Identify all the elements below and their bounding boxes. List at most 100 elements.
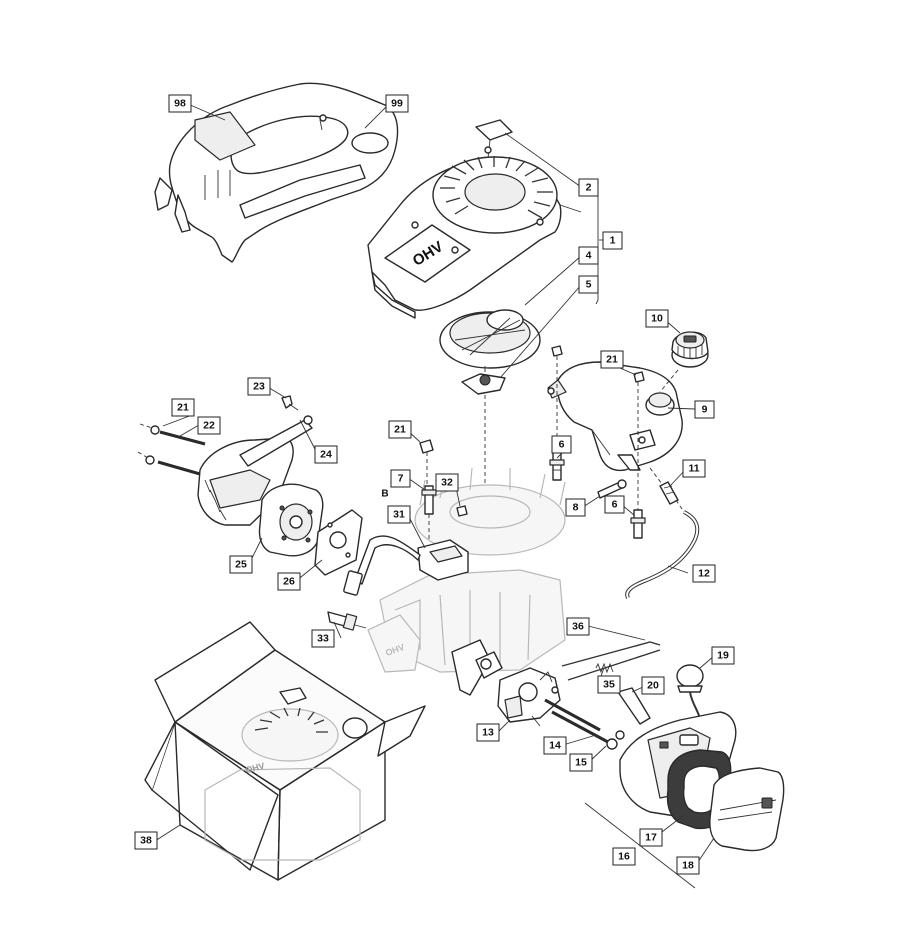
callout-5: 5: [578, 275, 599, 294]
svg-text:36: 36: [572, 621, 584, 633]
callout-38: 38: [134, 831, 158, 850]
callout-99: 99: [385, 94, 409, 113]
fuel-cap: [671, 331, 709, 368]
callout-23: 23: [247, 377, 271, 396]
reference-mark-b: B: [381, 489, 388, 500]
callout-33: 33: [311, 629, 335, 648]
svg-text:38: 38: [140, 835, 152, 847]
callout-1: 1: [602, 231, 623, 250]
muffler-studs: [137, 423, 206, 476]
svg-text:4: 4: [586, 250, 592, 262]
stud-6a: [549, 449, 565, 481]
svg-text:1: 1: [610, 235, 616, 247]
callout-14: 14: [543, 736, 567, 755]
svg-text:7: 7: [398, 473, 404, 485]
callout-21a: 21: [600, 350, 624, 369]
callout-12: 12: [692, 564, 716, 583]
callout-2: 2: [578, 178, 599, 197]
hose-clip-11: [649, 467, 679, 505]
callout-17: 17: [639, 828, 663, 847]
fuel-tank: [547, 361, 683, 472]
svg-text:21: 21: [394, 424, 406, 436]
carb-studs: [544, 698, 625, 750]
callout-20: 20: [641, 676, 665, 695]
callout-11: 11: [682, 459, 706, 478]
svg-text:12: 12: [698, 568, 710, 580]
svg-text:21: 21: [606, 354, 618, 366]
svg-text:25: 25: [235, 559, 247, 571]
svg-text:6: 6: [559, 439, 565, 451]
shipping-carton: OHV: [144, 621, 426, 881]
svg-text:16: 16: [618, 851, 630, 863]
svg-text:99: 99: [391, 98, 403, 110]
svg-text:35: 35: [603, 679, 615, 691]
air-filter-cover: [709, 767, 785, 852]
svg-text:10: 10: [651, 313, 663, 325]
callout-98: 98: [168, 94, 192, 113]
callout-25: 25: [229, 555, 253, 574]
stud-6b: [630, 509, 646, 539]
callout-21b: 21: [171, 398, 195, 417]
svg-text:15: 15: [575, 757, 587, 769]
carburetor: [497, 667, 561, 727]
svg-text:13: 13: [482, 727, 494, 739]
callout-7: 7: [390, 469, 411, 488]
engine-block: OHV: [367, 467, 566, 673]
tank-fasteners: [549, 345, 679, 539]
svg-text:2: 2: [586, 182, 592, 194]
callout-6a: 6: [551, 435, 572, 454]
callout-10: 10: [645, 309, 669, 328]
svg-text:32: 32: [441, 477, 453, 489]
svg-text:26: 26: [283, 576, 295, 588]
nut-21c: [419, 439, 434, 484]
callout-35: 35: [597, 675, 621, 694]
callout-15: 15: [569, 753, 593, 772]
callout-22: 22: [197, 416, 221, 435]
callout-32: 32: [435, 473, 459, 492]
callout-18: 18: [676, 856, 700, 875]
callout-4: 4: [578, 246, 599, 265]
svg-text:20: 20: [647, 680, 659, 692]
callout-13: 13: [476, 723, 500, 742]
bolt-8: [597, 479, 627, 499]
screw-23: [281, 395, 299, 411]
svg-text:33: 33: [317, 633, 329, 645]
svg-text:9: 9: [702, 404, 708, 416]
svg-text:23: 23: [253, 381, 265, 393]
washer-32: [456, 505, 468, 517]
callout-26: 26: [277, 572, 301, 591]
svg-text:98: 98: [174, 98, 186, 110]
callout-8: 8: [565, 498, 586, 517]
spark-plug: [327, 611, 367, 631]
callout-6b: 6: [604, 495, 625, 514]
callout-24: 24: [314, 445, 338, 464]
svg-text:14: 14: [549, 740, 561, 752]
svg-text:8: 8: [573, 502, 579, 514]
carton-logo: OHV: [244, 761, 265, 776]
carb-gaskets: [451, 639, 503, 696]
muffler-gasket: [314, 509, 363, 576]
svg-text:6: 6: [612, 499, 618, 511]
starter-pulley: [439, 309, 541, 369]
svg-text:5: 5: [586, 279, 592, 291]
primer-bulb: [676, 664, 704, 723]
svg-text:17: 17: [645, 832, 657, 844]
svg-text:11: 11: [688, 463, 699, 475]
svg-text:18: 18: [682, 860, 694, 872]
svg-text:22: 22: [203, 420, 215, 432]
callout-19: 19: [711, 646, 735, 665]
throttle-link: [561, 641, 661, 681]
callout-31: 31: [387, 505, 411, 524]
callouts: 98 99 2 1 4 5 10 21 9 23 21 22 24 21 6 1…: [134, 94, 735, 875]
muffler: [258, 483, 324, 557]
svg-text:31: 31: [393, 509, 405, 521]
engine-cover-shroud: [154, 82, 399, 263]
callout-21c: 21: [388, 420, 412, 439]
starter-fins: [440, 156, 553, 219]
breather-hose: [617, 687, 651, 725]
callout-16: 16: [612, 847, 636, 866]
ignition-coil: [343, 535, 469, 596]
svg-text:24: 24: [320, 449, 332, 461]
starter-ratchet: [461, 366, 506, 395]
